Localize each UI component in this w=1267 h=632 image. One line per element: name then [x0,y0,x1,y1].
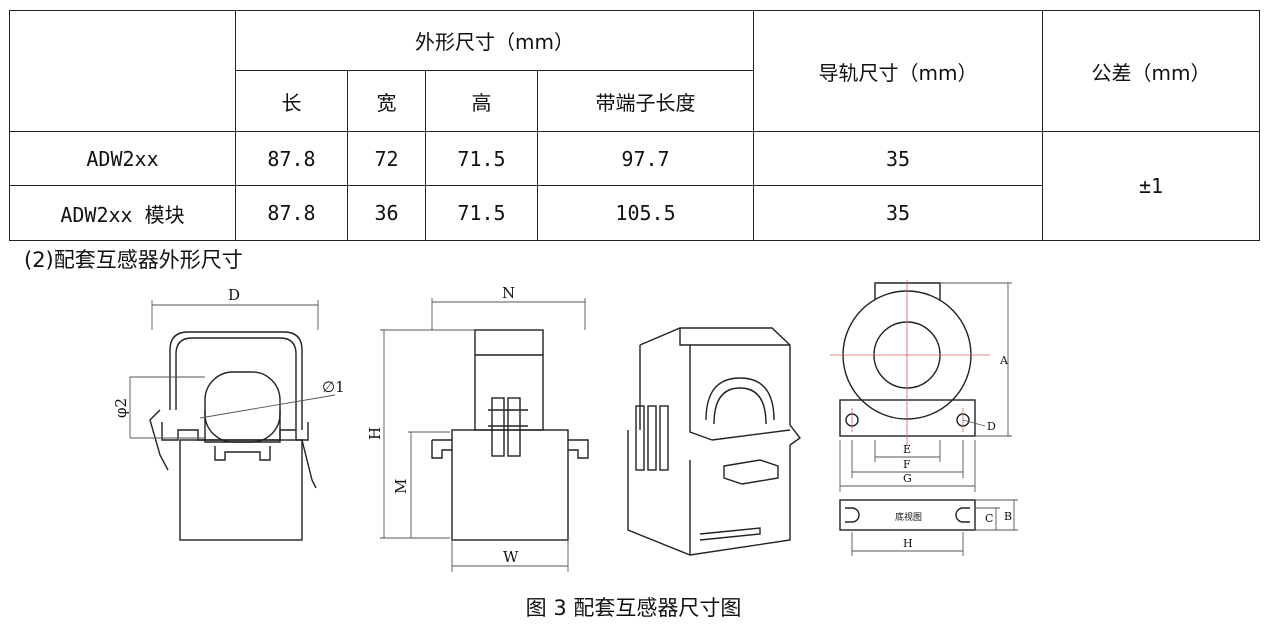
cell-height: 71.5 [425,185,538,241]
cell-height: 71.5 [425,131,538,186]
header-tolerance: 公差（mm） [1042,10,1261,132]
dim-label-e: E [903,443,911,456]
side-view-drawing: N H M W [366,284,589,572]
cell-rail: 35 [753,131,1044,186]
dim-label-d: D [228,286,240,304]
dim-label-b: B [1004,510,1012,523]
cell-terminal-length: 97.7 [536,131,755,186]
bottom-view-drawing: 底视图 B C H [839,499,1018,556]
table-row: ADW2xx 模块 87.8 36 71.5 105.5 35 [9,185,1260,241]
dim-label-d2: D [987,420,996,433]
dim-label-n: N [502,284,515,302]
header-blank [9,10,236,132]
header-rail: 导轨尺寸（mm） [753,10,1044,132]
section-title: (2)配套互感器外形尺寸 [24,248,243,272]
header-outer-size: 外形尺寸（mm） [234,10,755,71]
dim-label-phi2: φ2 [112,398,130,418]
figure-caption: 图 3 配套互感器尺寸图 [525,596,742,620]
dim-label-h2: H [903,537,913,550]
dimension-table: 外形尺寸（mm） 导轨尺寸（mm） 公差（mm） 长 宽 高 带端子长度 ADW… [9,10,1261,241]
cell-width: 36 [347,185,426,241]
dim-label-m: M [392,479,410,494]
dim-label-phi1: ∅1 [322,378,345,396]
front-view-drawing: D φ2 ∅1 [112,286,345,541]
dim-label-g: G [903,472,912,485]
transformer-drawings: D φ2 ∅1 N H M [112,280,1018,572]
cell-width: 72 [347,131,426,186]
cell-rail: 35 [753,185,1044,241]
dim-label-f: F [903,458,911,471]
bottom-view-label: 底视图 [895,511,922,523]
header-length: 长 [235,70,348,132]
cell-terminal-length: 105.5 [536,185,755,241]
header-terminal-length: 带端子长度 [536,70,755,132]
isometric-view-drawing [627,327,802,556]
header-height: 高 [425,70,538,132]
dim-label-w: W [503,548,519,566]
dim-label-h: H [366,427,384,440]
dim-label-c: C [985,512,993,525]
header-width: 宽 [347,70,426,132]
cell-length: 87.8 [235,185,348,241]
dim-label-a: A [999,354,1009,367]
cell-model: ADW2xx [9,131,236,186]
top-view-drawing: A D E F G [830,280,1012,492]
cell-tolerance: ±1 [1042,131,1261,241]
cell-length: 87.8 [235,131,348,186]
table-row: ADW2xx 87.8 72 71.5 97.7 35 ±1 [9,131,1261,241]
cell-model: ADW2xx 模块 [9,185,236,241]
